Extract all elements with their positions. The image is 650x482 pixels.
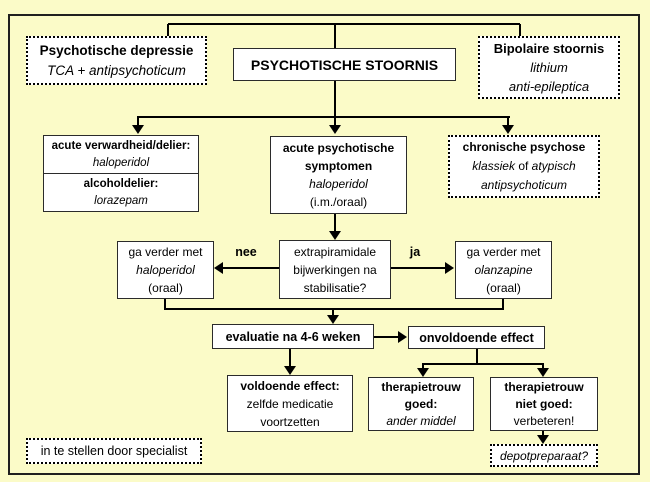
- arrowhead-down: [327, 315, 339, 324]
- treatment-text: haloperidol: [92, 156, 150, 169]
- treatment-text: lithium: [530, 60, 568, 75]
- arrowhead-down: [537, 368, 549, 377]
- box-title: onvoldoende effect: [419, 330, 534, 345]
- connector-line: [332, 309, 334, 317]
- box-voldoende-effect: voldoende effect: zelfde medicatie voort…: [227, 375, 353, 432]
- box-title: alcoholdelier:: [83, 177, 159, 190]
- connector-line: [334, 24, 336, 49]
- arrowhead-down: [132, 125, 144, 134]
- connector-line: [289, 348, 291, 367]
- connector-line: [542, 430, 544, 437]
- advice-text: verbeteren!: [513, 413, 575, 428]
- box-chronische-psychose: chronische psychose klassiek of atypisch…: [448, 135, 600, 198]
- connector-line: [137, 117, 139, 127]
- drug-text: olanzapine: [474, 263, 533, 277]
- connector-line: [334, 81, 336, 118]
- box-acute-psychotische-symptomen: acute psychotische symptomen haloperidol…: [270, 136, 407, 214]
- connector-line: [222, 267, 279, 269]
- box-text: bijwerkingen na: [293, 262, 377, 277]
- outer-border: [8, 14, 640, 475]
- box-title: Psychotische depressie: [39, 42, 194, 58]
- arrowhead-down: [329, 125, 341, 134]
- connector-line: [167, 24, 169, 37]
- box-title: therapietrouw: [381, 379, 461, 394]
- box-title: evaluatie na 4-6 weken: [225, 329, 361, 344]
- arrowhead-down: [417, 368, 429, 377]
- root-title: PSYCHOTISCHE STOORNIS: [250, 56, 439, 73]
- arrowhead-left: [214, 262, 223, 274]
- connector-line: [519, 24, 521, 37]
- box-specialist-note: in te stellen door specialist: [26, 438, 202, 464]
- arrowhead-right: [398, 331, 407, 343]
- box-text: zelfde medicatie: [246, 396, 334, 411]
- box-evaluatie: evaluatie na 4-6 weken: [212, 324, 374, 349]
- treatment-text: lorazepam: [94, 194, 148, 207]
- box-text: ga verder met: [128, 245, 203, 259]
- box-title: chronische psychose: [462, 140, 586, 154]
- treatment-text: klassiek of atypisch: [472, 159, 576, 173]
- box-title: voldoende effect:: [240, 378, 340, 393]
- arrowhead-down: [502, 125, 514, 134]
- box-bipolaire-stoornis: Bipolaire stoornis lithium anti-epilepti…: [478, 36, 620, 99]
- connector-line: [373, 336, 399, 338]
- connector-line: [164, 308, 504, 310]
- arrowhead-down: [329, 231, 341, 240]
- section-delier: acute verwardheid/delier: haloperidol: [44, 136, 198, 174]
- box-psychotische-stoornis: PSYCHOTISCHE STOORNIS: [233, 48, 456, 81]
- treatment-text: antipsychoticum: [480, 178, 568, 192]
- box-depotpreparaat: depotpreparaat?: [490, 444, 598, 467]
- edge-label-nee: nee: [235, 245, 257, 259]
- connector-line: [476, 348, 478, 365]
- connector-line: [390, 267, 445, 269]
- section-alcoholdelier: alcoholdelier: lorazepam: [44, 174, 198, 211]
- connector-line: [507, 117, 509, 127]
- box-title: acute psychotische: [282, 141, 395, 155]
- connector-line: [502, 299, 504, 310]
- box-acute-verwardheid: acute verwardheid/delier: haloperidol al…: [43, 135, 199, 212]
- box-ga-verder-olanzapine: ga verder met olanzapine (oraal): [455, 241, 552, 299]
- edge-label-ja: ja: [409, 245, 421, 259]
- connector-line: [422, 364, 424, 369]
- route-text: (i.m./oraal): [309, 195, 368, 209]
- connector-line: [164, 299, 166, 310]
- route-text: (oraal): [486, 281, 521, 295]
- box-text: voortzetten: [260, 414, 320, 429]
- connector-line: [334, 213, 336, 233]
- connector-line: [137, 116, 510, 118]
- connector-line: [334, 117, 336, 127]
- treatment-text: haloperidol: [309, 177, 368, 191]
- treatment-text: anti-epileptica: [508, 79, 590, 94]
- box-title: goed:: [404, 396, 438, 411]
- box-decision-extrapiramidale: extrapiramidale bijwerkingen na stabilis…: [279, 240, 391, 299]
- box-title: Bipolaire stoornis: [493, 41, 605, 56]
- drug-text: haloperidol: [136, 263, 195, 277]
- box-therapietrouw-goed: therapietrouw goed: ander middel: [368, 377, 474, 431]
- treatment-text: TCA + antipsychoticum: [47, 62, 186, 78]
- box-onvoldoende-effect: onvoldoende effect: [408, 326, 545, 349]
- box-text: stabilisatie?: [303, 280, 367, 295]
- box-title: acute verwardheid/delier:: [51, 139, 191, 152]
- box-title: therapietrouw: [504, 379, 584, 394]
- connector-line: [422, 363, 544, 365]
- box-title: niet goed:: [515, 396, 573, 411]
- box-text: ga verder met: [466, 245, 541, 259]
- arrowhead-right: [445, 262, 454, 274]
- box-text: extrapiramidale: [293, 244, 377, 259]
- route-text: (oraal): [148, 281, 183, 295]
- box-psychotische-depressie: Psychotische depressie TCA + antipsychot…: [26, 36, 207, 85]
- connector-line: [168, 23, 520, 25]
- box-therapietrouw-niet-goed: therapietrouw niet goed: verbeteren!: [490, 377, 598, 431]
- box-text: depotpreparaat?: [499, 448, 589, 463]
- box-ga-verder-haloperidol: ga verder met haloperidol (oraal): [117, 241, 214, 299]
- arrowhead-down: [284, 366, 296, 375]
- arrowhead-down: [537, 435, 549, 444]
- box-text: in te stellen door specialist: [40, 444, 188, 458]
- box-title: symptomen: [304, 159, 373, 173]
- advice-text: ander middel: [386, 413, 456, 428]
- connector-line: [542, 364, 544, 369]
